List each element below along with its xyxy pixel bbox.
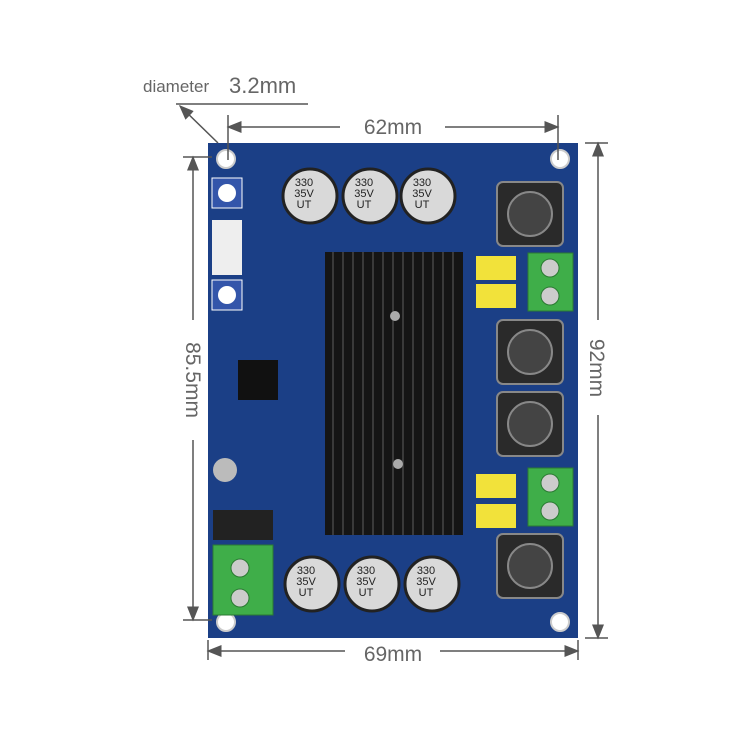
yellow-capacitors	[476, 256, 516, 528]
capacitor-label: 35V	[354, 188, 374, 200]
capacitor-label: 330	[417, 565, 435, 577]
capacitor-label: 330	[413, 177, 431, 189]
capacitor-label: 35V	[412, 188, 432, 200]
small-components	[211, 177, 278, 540]
mounting-holes	[216, 149, 570, 632]
hole-label: diameter	[143, 77, 209, 96]
capacitor-label: 330	[295, 177, 313, 189]
top-width-label: 62mm	[364, 116, 422, 139]
capacitor-label: UT	[299, 587, 314, 599]
capacitor-label: 330	[297, 565, 315, 577]
dimension-lines	[176, 103, 608, 660]
capacitor-label: 35V	[294, 188, 314, 200]
capacitor-label: UT	[297, 199, 312, 211]
left-height-label: 85.5mm	[181, 342, 204, 418]
capacitor-label: UT	[415, 199, 430, 211]
inductors	[496, 181, 564, 599]
capacitor-label: UT	[357, 199, 372, 211]
capacitor-label: UT	[359, 587, 374, 599]
capacitor-label: UT	[419, 587, 434, 599]
capacitor-label: 35V	[296, 576, 316, 588]
heatsink	[325, 252, 463, 535]
capacitor-label: 330	[355, 177, 373, 189]
capacitors: 33035VUT33035VUT33035VUT33035VUT33035VUT…	[281, 167, 461, 613]
right-height-label: 92mm	[585, 339, 608, 397]
capacitor-label: 35V	[416, 576, 436, 588]
capacitor-label: 35V	[356, 576, 376, 588]
capacitor-label: 330	[357, 565, 375, 577]
bottom-width-label: 69mm	[364, 643, 422, 666]
hole-diameter: 3.2mm	[229, 73, 296, 98]
screw-terminals	[212, 252, 574, 616]
